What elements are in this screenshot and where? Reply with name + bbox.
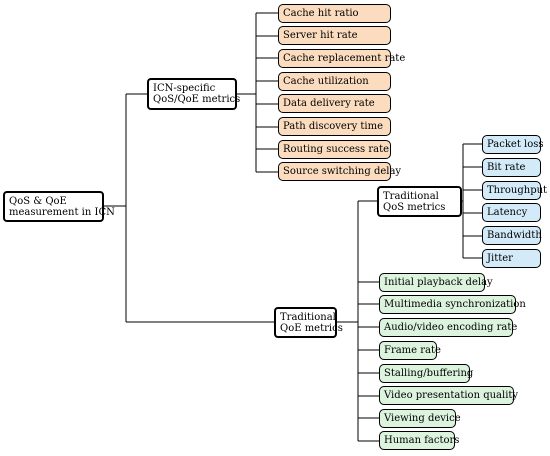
icn-metric-routing-success-rate: Routing success rate bbox=[278, 140, 391, 159]
qoe-metric-viewing-device: Viewing device bbox=[379, 409, 461, 428]
icn-metric-path-discovery-time: Path discovery time bbox=[278, 117, 391, 136]
qoe-metric-frame-rate: Frame rate bbox=[379, 341, 441, 360]
root-label-line2: measurement in ICN bbox=[9, 206, 115, 218]
icn-metric-data-delivery-rate: Data delivery rate bbox=[278, 94, 391, 113]
traditional-qos-label-line2: QoS metrics bbox=[383, 201, 446, 213]
icn-specific-label-line2: QoS/QoE metrics bbox=[153, 94, 241, 105]
qos-metric-jitter: Jitter bbox=[482, 249, 541, 268]
qoe-metric-initial-playback-delay: Initial playback delay bbox=[379, 273, 493, 292]
qoe-metric-video-presentation-quality: Video presentation quality bbox=[379, 386, 518, 405]
root-node: QoS & QoE measurement in ICN bbox=[3, 191, 115, 222]
qoe-metric-human-factors: Human factors bbox=[379, 431, 459, 450]
root-label-line1: QoS & QoE bbox=[9, 195, 67, 207]
icn-metric-cache-replacement-rate: Cache replacement rate bbox=[278, 49, 405, 68]
icn-metric-source-switching-delay: Source switching delay bbox=[278, 162, 401, 181]
traditional-qoe-node: Traditional QoE metrics bbox=[274, 307, 343, 338]
qoe-metric-audio-video-encoding-rate: Audio/video encoding rate bbox=[379, 318, 517, 337]
icn-specific-node: ICN-specific QoS/QoE metrics bbox=[147, 78, 241, 110]
qos-metric-latency: Latency bbox=[482, 203, 541, 222]
qoe-metric-stalling-buffering: Stalling/buffering bbox=[379, 364, 473, 383]
icn-metric-cache-hit-ratio: Cache hit ratio bbox=[278, 4, 391, 23]
traditional-qoe-label-line1: Traditional bbox=[280, 311, 336, 323]
qos-metric-throughput: Throughput bbox=[482, 181, 547, 200]
icn-metric-cache-utilization: Cache utilization bbox=[278, 72, 391, 91]
qos-metric-bit-rate: Bit rate bbox=[482, 158, 541, 177]
icn-specific-label-line1: ICN-specific bbox=[153, 83, 216, 94]
qos-metric-packet-loss: Packet loss bbox=[482, 135, 544, 154]
qos-metric-bandwidth: Bandwidth bbox=[482, 226, 542, 245]
icn-metric-server-hit-rate: Server hit rate bbox=[278, 26, 391, 45]
qoe-metric-multimedia-synchronization: Multimedia synchronization bbox=[379, 295, 526, 314]
traditional-qoe-label-line2: QoE metrics bbox=[280, 322, 343, 334]
traditional-qos-node: Traditional QoS metrics bbox=[377, 186, 462, 217]
traditional-qos-label-line1: Traditional bbox=[383, 190, 439, 202]
